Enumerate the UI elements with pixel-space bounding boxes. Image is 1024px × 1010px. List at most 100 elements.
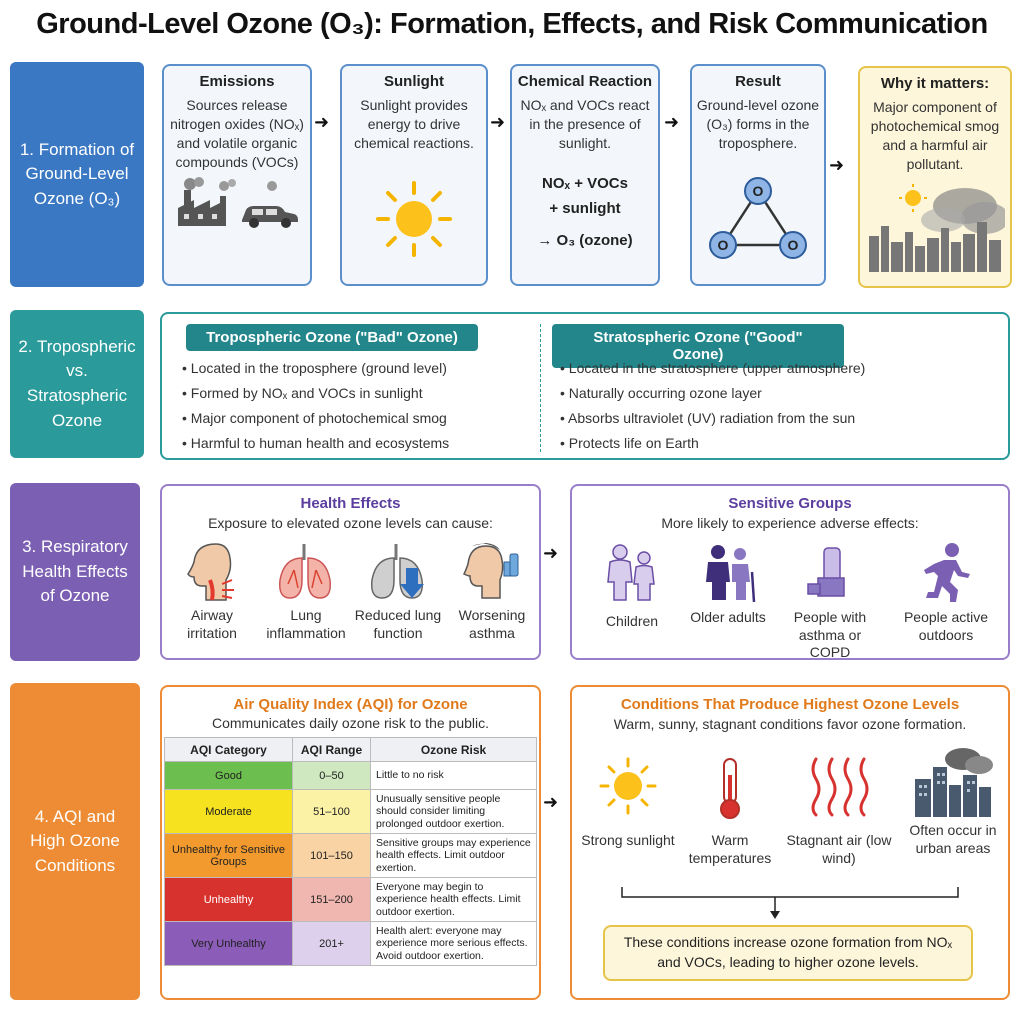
health-effects-panel: Health Effects Exposure to elevated ozon…: [160, 484, 541, 660]
list-item: Harmful to human health and ecosystems: [182, 435, 449, 451]
aqi-category-cell: Unhealthy for Sensitive Groups: [164, 833, 293, 878]
arrow-right-icon: ➜: [314, 112, 330, 132]
inhaler-icon: [807, 547, 845, 597]
airway-irritation-icon: [187, 543, 234, 601]
aqi-range-cell: 101–150: [292, 833, 371, 878]
sensitive-subtitle: More likely to experience adverse effect…: [661, 515, 919, 531]
reaction-box: Chemical Reaction NOₓ and VOCs react in …: [510, 64, 660, 286]
list-item: Formed by NOₓ and VOCs in sunlight: [182, 385, 423, 401]
health-title: Health Effects: [300, 495, 401, 512]
section-formation-label: 1. Formation of Ground-Level Ozone (O₃): [10, 62, 144, 287]
health-item-label: Lung inflammation: [266, 607, 346, 641]
running-person-icon: [924, 543, 970, 602]
urban-area-icon: [915, 748, 993, 817]
arrow-right-icon: ➜: [490, 112, 506, 132]
emissions-title: Emissions: [199, 73, 275, 90]
conditions-panel: Conditions That Produce Highest Ozone Le…: [570, 685, 1010, 1000]
sensitive-title: Sensitive Groups: [728, 495, 852, 512]
aqi-title: Air Quality Index (AQI) for Ozone: [233, 696, 468, 713]
aqi-category-cell: Moderate: [164, 789, 293, 834]
emissions-box: Emissions Sources release nitrogen oxide…: [162, 64, 312, 286]
arrow-right-icon: ➜: [664, 112, 680, 132]
list-item: Naturally occurring ozone layer: [560, 385, 762, 401]
lung-inflammation-icon: [278, 544, 332, 599]
sensitive-groups-panel: Sensitive Groups More likely to experien…: [570, 484, 1010, 660]
atom-label: O: [718, 237, 729, 253]
result-box: Result Ground-level ozone (O₃) forms in …: [690, 64, 826, 286]
aqi-risk-cell: Unusually sensitive people should consid…: [370, 789, 537, 834]
conditions-note: These conditions increase ozone formatio…: [603, 925, 973, 981]
list-item: Absorbs ultraviolet (UV) radiation from …: [560, 410, 855, 426]
section-aqi-label: 4. AQI and High Ozone Conditions: [10, 683, 140, 1000]
aqi-risk-cell: Little to no risk: [370, 761, 537, 790]
equation-line-3: → O₃ (ozone): [537, 231, 633, 249]
strong-sunlight-icon: [599, 757, 657, 815]
table-header: AQI Range: [292, 737, 371, 762]
aqi-range-cell: 201+: [292, 921, 371, 966]
tropospheric-title: Tropospheric Ozone ("Bad" Ozone): [186, 324, 478, 351]
why-it-matters-box: Why it matters: Major component of photo…: [858, 66, 1012, 288]
arrow-right-icon: ➜: [829, 155, 845, 175]
reduced-lung-function-icon: [370, 544, 424, 599]
list-item: Protects life on Earth: [560, 435, 699, 451]
condition-item-label: Stagnant air (low wind): [786, 832, 892, 866]
conditions-title: Conditions That Produce Highest Ozone Le…: [620, 696, 960, 713]
sensitive-item-label: People active outdoors: [903, 609, 989, 643]
factory-car-icon: [178, 176, 298, 228]
aqi-risk-cell: Everyone may begin to experience health …: [370, 877, 537, 922]
aqi-risk-cell: Sensitive groups may experience health e…: [370, 833, 537, 878]
aqi-range-cell: 51–100: [292, 789, 371, 834]
reaction-text: NOₓ and VOCs react in the presence of su…: [520, 97, 650, 152]
older-adults-icon: [706, 545, 756, 603]
aqi-range-cell: 0–50: [292, 761, 371, 790]
arrow-right-icon: ➜: [543, 543, 559, 563]
thermometer-icon: [720, 758, 740, 819]
health-subtitle: Exposure to elevated ozone levels can ca…: [208, 515, 493, 531]
ozone-comparison-panel: Tropospheric Ozone ("Bad" Ozone) Located…: [160, 312, 1010, 460]
equation-line-2: + sunlight: [549, 200, 621, 218]
section-comparison-label: 2. Tropospheric vs. Stratospheric Ozone: [10, 310, 144, 458]
condition-item-label: Often occur in urban areas: [909, 822, 997, 856]
stagnant-air-icon: [811, 757, 869, 817]
why-text: Major component of photochemical smog an…: [870, 99, 1000, 172]
worsening-asthma-icon: [462, 543, 519, 599]
table-header: AQI Category: [164, 737, 293, 762]
sun-icon: [376, 180, 452, 257]
sensitive-item-label: People with asthma or COPD: [793, 609, 867, 660]
bracket-arrow-icon: [621, 887, 959, 919]
health-item-label: Worsening asthma: [458, 607, 526, 641]
result-title: Result: [735, 73, 781, 90]
sunlight-box: Sunlight Sunlight provides energy to dri…: [340, 64, 488, 286]
conditions-subtitle: Warm, sunny, stagnant conditions favor o…: [613, 716, 967, 732]
divider: [540, 324, 541, 452]
aqi-category-cell: Good: [164, 761, 293, 790]
aqi-category-cell: Unhealthy: [164, 877, 293, 922]
section-health-label: 3. Respiratory Health Effects of Ozone: [10, 483, 140, 661]
atom-label: O: [753, 183, 764, 199]
sunlight-title: Sunlight: [384, 73, 444, 90]
list-item: Located in the troposphere (ground level…: [182, 360, 447, 376]
arrow-right-icon: ➜: [543, 792, 559, 812]
stratospheric-list: Located in the stratosphere (upper atmos…: [560, 356, 865, 456]
aqi-category-cell: Very Unhealthy: [164, 921, 293, 966]
health-item-label: Airway irritation: [187, 607, 237, 641]
stratospheric-title: Stratospheric Ozone ("Good" Ozone): [552, 324, 844, 368]
ozone-molecule-icon: O O O: [709, 176, 807, 259]
emissions-text: Sources release nitrogen oxides (NOₓ) an…: [170, 97, 304, 170]
page-title: Ground-Level Ozone (O₃): Formation, Effe…: [36, 8, 988, 40]
list-item: Located in the stratosphere (upper atmos…: [560, 360, 865, 376]
why-title: Why it matters:: [880, 75, 990, 92]
aqi-risk-cell: Health alert: everyone may experience mo…: [370, 921, 537, 966]
children-icon: [607, 544, 655, 601]
condition-item-label: Strong sunlight: [581, 832, 675, 848]
atom-label: O: [788, 237, 799, 253]
condition-item-label: Warm temperatures: [688, 832, 772, 866]
aqi-panel: Air Quality Index (AQI) for Ozone Commun…: [160, 685, 541, 1000]
reaction-title: Chemical Reaction: [517, 73, 653, 90]
